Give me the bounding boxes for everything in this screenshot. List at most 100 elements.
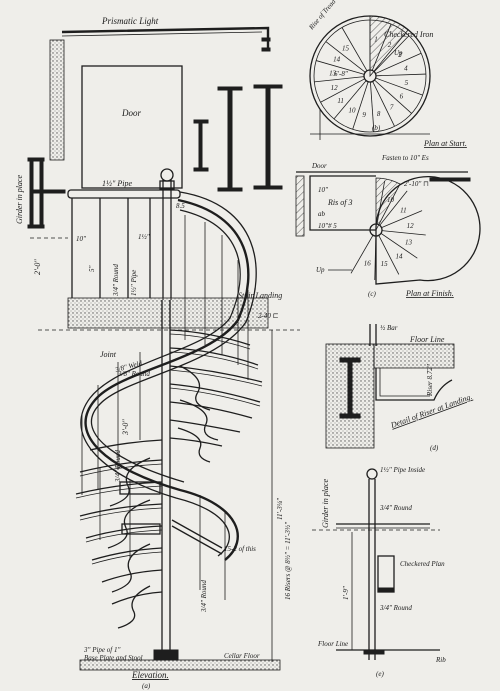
stair-landing-label: Stair Landing — [238, 291, 282, 300]
plan-spoke — [381, 230, 426, 236]
dim-1-9: 1'-9" — [342, 586, 350, 600]
plan-spoke — [373, 35, 410, 72]
left-wall — [49, 39, 65, 161]
plan-spoke — [374, 235, 377, 280]
plan-spoke — [352, 81, 369, 130]
step-number: 9 — [362, 111, 366, 119]
landing-guard-rail: 1½" Pipe 2'-0" 10" 1½" 3/4" Round 1½" Pi… — [30, 168, 185, 300]
fasten-to-label: Fasten to 10" Es — [381, 154, 429, 162]
dim-2-10: 2'-10" ⊓ — [404, 180, 429, 188]
plan-spoke — [314, 76, 365, 83]
joint-label: Joint — [100, 350, 117, 359]
plan-spoke — [378, 235, 400, 275]
post-detail: 1½" Pipe Inside Girder in place 3/4" Rou… — [312, 466, 446, 678]
plan-spoke — [375, 73, 426, 77]
rise-of-tread-label: Rise of Tread — [307, 0, 338, 32]
elevation-caption: Elevation. — [131, 670, 169, 680]
elevation-view: Prismatic Light Girder in place Door — [15, 16, 300, 690]
pipe-inside-label: 1½" Pipe Inside — [380, 466, 425, 474]
left-girder: Girder in place — [15, 157, 66, 229]
step-number: 7 — [390, 103, 394, 111]
plan-spoke — [333, 80, 367, 120]
seventeen-risers-label: 11'-3¼" — [276, 498, 284, 520]
step-number: 10 — [349, 106, 357, 114]
plan-spoke — [381, 210, 423, 229]
dim-ab: ab — [318, 210, 326, 218]
riser-d-label: Riser 8.72" — [426, 364, 434, 397]
step-number: 1 — [374, 36, 378, 44]
step-number: 4 — [404, 64, 408, 72]
step-number: 12 — [331, 84, 339, 92]
floor-line-e-label: Floor Line — [317, 640, 348, 648]
floor-line-d-label: Floor Line — [409, 335, 445, 344]
checkered-e-label: Checkered Plan — [400, 560, 445, 568]
dim-5: 5" — [88, 266, 96, 273]
treads-upper — [169, 329, 263, 463]
sixteen-risers-label: 16 Risers @ 8½" = 11'-3½" — [284, 522, 292, 600]
base-plate-label: Base Plate and Stool — [84, 654, 143, 662]
step-number: 13 — [405, 239, 413, 247]
prismatic-light-label: Prismatic Light — [101, 16, 159, 26]
round-e2-label: 3/4" Round — [379, 604, 412, 612]
round-b-label: 3/4" Round — [114, 450, 122, 483]
cellar-floor-label: Cellar Floor — [224, 652, 260, 660]
plan-spoke — [316, 60, 365, 75]
tag-e: (e) — [376, 670, 384, 678]
dim-2-40: 2-40 ⊏ — [258, 312, 279, 320]
plan-spoke — [341, 27, 368, 72]
plan-spoke — [376, 180, 386, 225]
balusters — [81, 215, 249, 600]
base-plate — [153, 649, 179, 661]
round-a-label: 3/8" Round — [117, 370, 150, 378]
round-e-label: 3/4" Round — [379, 504, 412, 512]
step-number: 13 — [329, 70, 337, 78]
bar-d-label: ½ Bar — [380, 324, 398, 332]
door-label: Door — [121, 108, 141, 118]
riser-detail: ½ Bar Floor Line Riser 8.72" Detail of R… — [325, 324, 474, 452]
up-b-label: Up — [394, 49, 403, 57]
plan-finish-spokes — [350, 180, 426, 280]
dim-3-0: 3'-0" — [121, 419, 130, 436]
rib-e-label: Rib — [435, 656, 446, 664]
plan-spoke — [379, 190, 408, 226]
dim-2-0: 2'-0" — [33, 259, 42, 275]
plan-at-start-caption: Plan at Start. — [423, 139, 467, 148]
step-number: 11 — [400, 206, 406, 214]
step-number: 15 — [381, 260, 389, 268]
step-number: 3 — [397, 51, 402, 59]
dim-10-5: 10"# 5 — [318, 222, 337, 230]
dim-8-5: 8.5 — [176, 202, 185, 210]
plan-start-spokes — [314, 20, 426, 132]
pipe-bottom-label: 3" Pipe of 1" — [83, 646, 120, 654]
plan-spoke — [325, 41, 366, 73]
plan-at-finish-caption: Plan at Finish. — [405, 289, 454, 298]
step-number: 2 — [388, 41, 392, 49]
plan-spoke — [350, 234, 374, 274]
girder-label-right: Girder in place — [321, 479, 330, 528]
tag-d: (d) — [430, 444, 439, 452]
step-number: 12 — [407, 222, 415, 230]
plan-spoke — [375, 52, 422, 74]
door-outline — [81, 65, 183, 189]
tag-b: (b) — [372, 124, 381, 132]
prismatic-light: Prismatic Light — [61, 16, 271, 52]
step-number: 14 — [395, 252, 403, 260]
dim-10-c: 10" — [318, 186, 328, 194]
pipe-1-5: 1½" Pipe — [130, 270, 138, 296]
cellar-floor-slab — [79, 659, 281, 671]
pipe-top-label: 1½" Pipe — [102, 179, 132, 188]
detail-riser-caption: Detail of Riser at Landing. — [389, 392, 474, 430]
step-number: 14 — [333, 56, 341, 64]
plus-15-2-label: 15-2 of this — [224, 545, 256, 553]
step-number: 15 — [342, 44, 350, 52]
step-number: 10 — [387, 196, 395, 204]
checkered-iron-label: Checkered Iron — [384, 30, 433, 39]
elevation-tag: (a) — [142, 682, 151, 690]
plan-spoke — [372, 81, 395, 127]
tag-c: (c) — [368, 290, 376, 298]
round-c-label: 3/4" Round — [200, 580, 208, 613]
